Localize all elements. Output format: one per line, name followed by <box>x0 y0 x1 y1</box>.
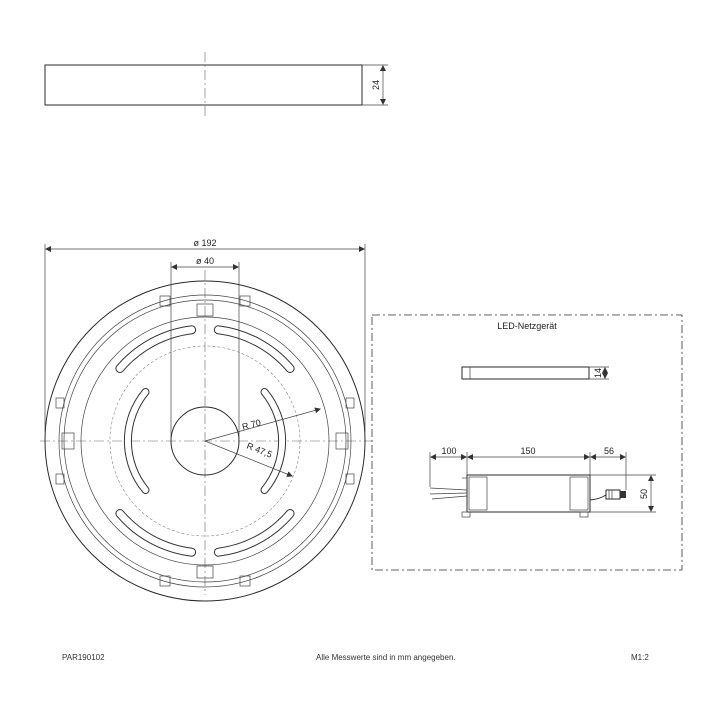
side-view-outline <box>44 64 363 106</box>
height-dimension: 24 <box>362 64 388 106</box>
driver-frame <box>371 314 683 571</box>
ring-tabs <box>55 295 355 587</box>
driver-side-view: 14 <box>461 366 609 380</box>
driver-body <box>466 474 591 513</box>
output-cable <box>589 489 626 501</box>
diameter-label: ø 192 <box>193 238 216 248</box>
driver-length-dimensions: 100 150 56 <box>429 446 627 490</box>
inner-slots-inner <box>124 389 286 493</box>
inner-ring-2 <box>63 299 347 583</box>
hole-label: ø 40 <box>196 256 214 266</box>
input-leads <box>429 487 468 500</box>
driver-height-label: 14 <box>593 368 603 378</box>
side-height-label: 24 <box>371 80 381 90</box>
driver-top-view: 100 150 56 50 <box>429 446 656 518</box>
driver-width-label: 50 <box>639 489 649 499</box>
hole-dimension: ø 40 <box>170 256 240 441</box>
inner-ring-1 <box>58 294 352 588</box>
led-driver-panel: LED-Netzgerät 14 <box>371 314 683 571</box>
outer-slots-inner <box>116 326 294 556</box>
part-number: PAR190102 <box>62 653 105 662</box>
measurement-note: Alle Messwerte sind in mm angegeben. <box>316 653 456 662</box>
radius-outer-label: R 70 <box>241 417 262 432</box>
mounting-ring <box>80 316 330 566</box>
top-view: R 70 R 47,5 ø 192 ø 40 <box>40 238 372 602</box>
cable-length-label: 56 <box>604 446 614 456</box>
scale-label: M1:2 <box>631 653 649 662</box>
diameter-dimension: ø 192 <box>44 238 366 432</box>
side-view: 24 <box>44 52 388 118</box>
driver-width-dimension: 50 <box>590 474 656 513</box>
radius-inner-label: R 47,5 <box>245 441 273 460</box>
outer-ring <box>44 280 366 602</box>
reference-circle <box>109 345 301 537</box>
body-length-label: 150 <box>520 446 535 456</box>
lead-length-label: 100 <box>441 446 456 456</box>
radius-dimensions: R 70 R 47,5 <box>204 407 321 477</box>
driver-title: LED-Netzgerät <box>497 321 557 331</box>
